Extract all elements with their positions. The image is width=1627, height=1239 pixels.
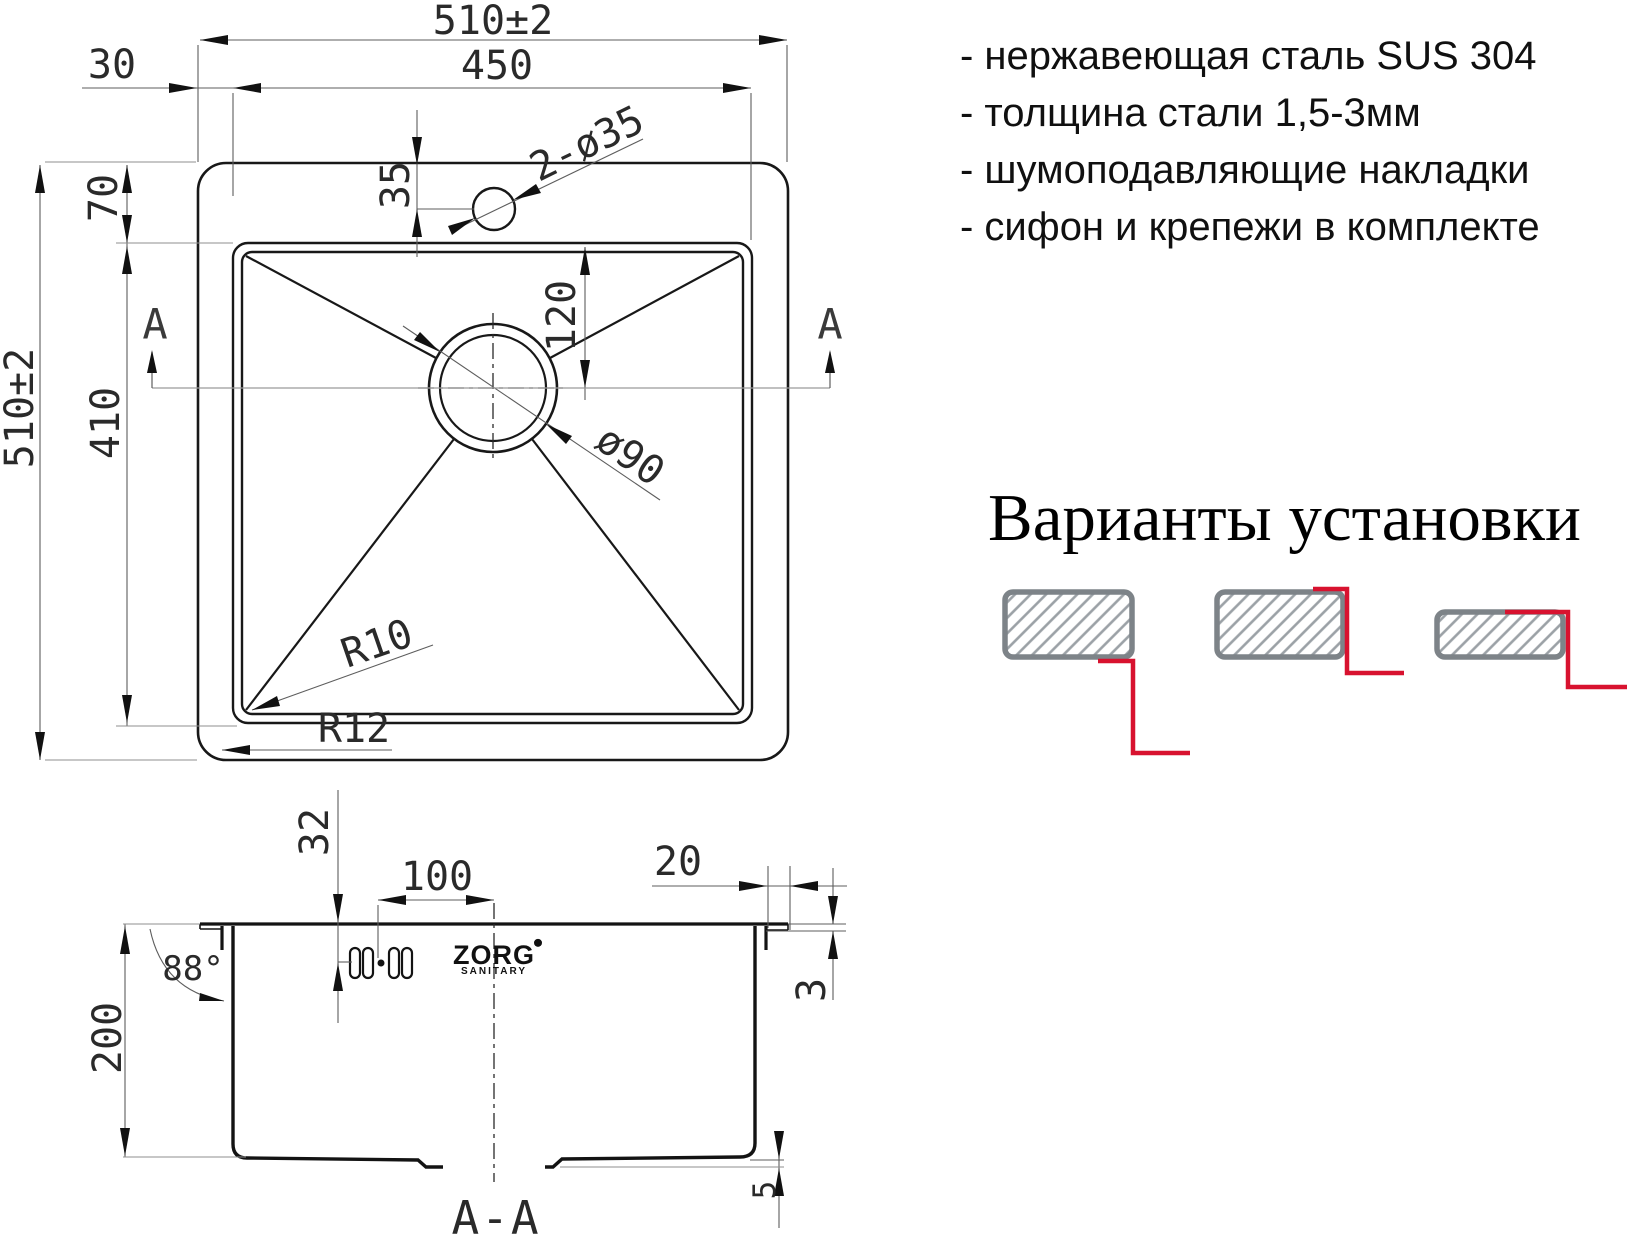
feature-list: - нержавеющая сталь SUS 304 - толщина ст… [960,36,1620,264]
zorg-logo-sub: SANITARY [461,966,527,978]
faucet-hole-circle [471,186,517,232]
drain-slots [348,946,414,980]
dim-height-overall: 510±2 [0,347,43,469]
dim-rim-top: 70 [81,173,127,223]
dim-faucet-offset: 35 [373,160,419,210]
zorg-logo: ZORG SANITARY [453,938,542,978]
dim-faucet-drop: 32 [292,807,338,857]
dim-wall-angle: 88° [162,949,224,989]
dim-height-bowl: 410 [83,386,129,460]
dim-drain-to-center: 100 [400,854,474,900]
dim-depth: 200 [85,1001,131,1075]
install-variant-undermount [1434,609,1627,690]
dim-corner-outer: R12 [317,706,391,752]
section-label: A-A [451,1191,541,1239]
dim-drain-offset: 120 [539,279,585,353]
section-marker-left: A [142,299,168,349]
dim-flange-thickness: 3 [789,977,835,1003]
sink-outer-outline [196,161,790,762]
sink-bowl-outline [231,241,754,725]
feature-item: - нержавеющая сталь SUS 304 [960,34,1537,78]
feature-item: - шумоподавляющие накладки [960,148,1530,192]
section-marker-right: A [817,299,843,349]
top-view-arrowheads [35,35,835,760]
section-extension-lines [123,923,784,1168]
install-variant-overmount [1002,589,1190,756]
zorg-logo-name: ZORG [453,939,535,970]
feature-item: - толщина стали 1,5-3мм [960,91,1421,135]
feature-item: - сифон и крепежи в комплекте [960,205,1540,249]
zorg-logo-dot-icon [534,938,542,947]
section-cut-line [151,352,831,389]
dim-bottom-step: 5 [747,1180,783,1200]
bowl-corner-diagonals [245,255,740,711]
dim-flange-overhang: 20 [653,839,703,885]
dim-rim-left: 30 [87,42,137,88]
install-variants-title: Варианты установки [988,481,1581,555]
install-variant-flush [1214,586,1404,676]
section-arrowheads [120,881,838,1196]
dim-width-bowl: 450 [460,43,534,89]
dim-width-overall: 510±2 [432,0,554,44]
top-view-extension-lines [45,161,237,761]
